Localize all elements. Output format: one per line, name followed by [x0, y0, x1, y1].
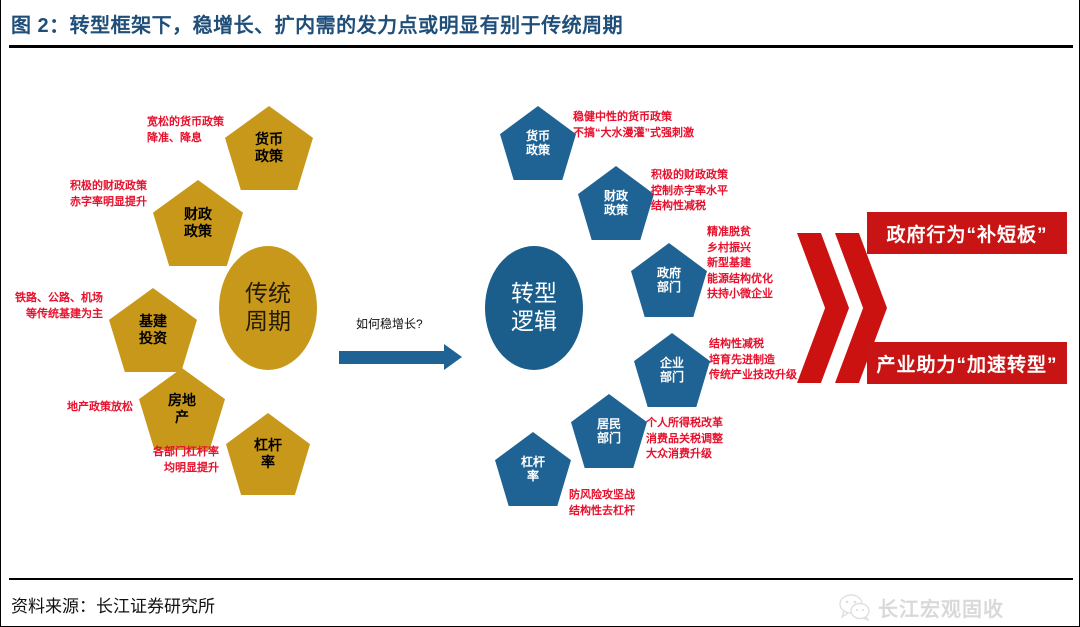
transition-arrow-shaft: [339, 351, 445, 364]
outcome-banner-industry-label: 产业助力“加速转型”: [876, 354, 1058, 376]
left-anno-realestate-line1: 地产政策放松: [67, 401, 133, 413]
right-anno-monetary-line2: 不搞“大水漫灌”式强刺激: [573, 126, 694, 139]
right-anno-lev-line1: 防风险攻坚战: [569, 489, 635, 501]
right-node-monetary-line2: 政策: [525, 143, 550, 157]
right-anno-fiscal-line1: 积极的财政政策: [651, 169, 728, 181]
right-node-resident-sector: 居民 部门: [571, 394, 647, 468]
right-anno-leverage-ratio: 防风险攻坚战 结构性去杠杆: [569, 488, 635, 519]
left-node-infra-line2: 投资: [139, 330, 167, 346]
right-node-government-sector: 政府 部门: [631, 243, 707, 317]
source-note: 资料来源：长江证券研究所: [11, 597, 215, 616]
right-node-enterprise-sector: 企业 部门: [634, 333, 710, 407]
left-anno-fiscal-policy: 积极的财政政策 赤字率明显提升: [51, 179, 147, 210]
left-node-realestate-line2: 产: [175, 409, 189, 425]
left-anno-monetary-line2: 降准、降息: [147, 131, 202, 144]
left-anno-monetary-line1: 宽松的货币政策: [147, 116, 224, 128]
right-anno-res-line2: 消费品关税调整: [646, 432, 723, 445]
watermark: 长江宏观固收: [839, 593, 1004, 622]
left-node-leverage-line1: 杠杆: [254, 437, 282, 454]
left-anno-real-estate: 地产政策放松: [43, 400, 133, 416]
right-node-government-line1: 政府: [656, 265, 681, 280]
left-hub-line2: 周期: [245, 308, 291, 334]
page-title: 图 2：转型框架下，稳增长、扩内需的发力点或明显有别于传统周期: [1, 0, 1080, 46]
left-anno-infrastructure: 铁路、公路、机场 等传统基建为主: [11, 291, 103, 322]
right-node-leverage-line1: 杠杆: [520, 454, 545, 469]
diagram-canvas: 货币 政策 宽松的货币政策 降准、降息 财政 政策 积极的财政政策 赤字率明显提…: [1, 48, 1080, 621]
page-title-text: 图 2：转型框架下，稳增长、扩内需的发力点或明显有别于传统周期: [11, 14, 624, 37]
right-anno-ent-line3: 传统产业技改升级: [709, 369, 797, 382]
right-node-enterprise-line2: 部门: [659, 370, 684, 384]
right-node-leverage-line2: 率: [526, 469, 539, 483]
left-anno-leverage-line1: 各部门杠杆率: [153, 446, 219, 458]
right-anno-fiscal-policy: 积极的财政政策 控制赤字率水平 结构性减税: [651, 168, 728, 215]
left-anno-monetary-policy: 宽松的货币政策 降准、降息: [147, 115, 224, 146]
left-node-fiscal-policy-line1: 财政: [184, 206, 212, 223]
outcome-banner-industry-support: 产业助力“加速转型”: [867, 342, 1067, 384]
outcome-banner-government-label: 政府行为“补短板”: [886, 224, 1048, 246]
left-hub-line1: 传统: [245, 280, 291, 307]
left-node-leverage-line2: 率: [261, 454, 275, 470]
left-anno-leverage-line2: 均明显提升: [164, 461, 219, 474]
left-anno-fiscal-line1: 积极的财政政策: [70, 180, 147, 192]
left-node-monetary-policy-line1: 货币: [255, 131, 283, 148]
right-anno-gov-line1: 精准脱贫: [707, 226, 751, 238]
left-anno-leverage-ratio: 各部门杠杆率 均明显提升: [127, 445, 219, 476]
right-hub-line1: 转型: [511, 280, 557, 307]
right-anno-monetary-policy: 稳健中性的货币政策 不搞“大水漫灌”式强刺激: [573, 110, 694, 141]
left-node-monetary-policy-line2: 政策: [255, 148, 283, 164]
footer-divider: [9, 578, 1073, 580]
right-node-resident-line2: 部门: [596, 431, 621, 445]
right-node-fiscal-line1: 财政: [603, 188, 628, 203]
right-anno-ent-line2: 培育先进制造: [709, 353, 775, 366]
right-anno-ent-line1: 结构性减税: [709, 338, 764, 350]
right-node-monetary-line1: 货币: [525, 128, 550, 143]
left-node-infrastructure-investment: 基建 投资: [109, 288, 197, 372]
right-node-fiscal-line2: 政策: [603, 203, 628, 217]
left-anno-infra-line1: 铁路、公路、机场: [15, 292, 103, 304]
left-node-monetary-policy: 货币 政策: [225, 106, 313, 190]
right-anno-enterprise-sector: 结构性减税 培育先进制造 传统产业技改升级: [709, 337, 797, 384]
right-anno-resident-sector: 个人所得税改革 消费品关税调整 大众消费升级: [646, 416, 723, 463]
transition-label: 如何稳增长?: [356, 317, 423, 331]
title-divider: [9, 45, 1073, 48]
right-hub-transformation-logic: 转型 逻辑: [485, 246, 583, 370]
left-anno-infra-line2: 等传统基建为主: [26, 307, 103, 320]
left-node-fiscal-policy: 财政 政策: [153, 180, 243, 266]
left-hub-traditional-cycle: 传统 周期: [219, 246, 317, 370]
right-anno-fiscal-line3: 结构性减税: [651, 200, 706, 213]
right-node-leverage-ratio: 杠杆 率: [495, 432, 571, 506]
right-anno-gov-line3: 新型基建: [707, 257, 751, 270]
watermark-text: 长江宏观固收: [878, 599, 1004, 621]
right-anno-gov-line4: 能源结构优化: [707, 272, 773, 285]
right-anno-monetary-line1: 稳健中性的货币政策: [573, 111, 672, 123]
left-node-fiscal-policy-line2: 政策: [184, 223, 212, 239]
right-hub-line2: 逻辑: [511, 308, 557, 334]
right-anno-lev-line2: 结构性去杠杆: [569, 504, 635, 517]
transition-arrow-head: [444, 344, 462, 370]
left-node-leverage-ratio: 杠杆 率: [226, 413, 310, 495]
left-node-infra-line1: 基建: [139, 313, 167, 330]
left-node-real-estate: 房地 产: [139, 368, 225, 450]
right-anno-gov-line5: 扶持小微企业: [707, 288, 773, 301]
right-node-monetary-policy: 货币 政策: [500, 106, 576, 180]
right-anno-government-sector: 精准脱贫 乡村振兴 新型基建 能源结构优化 扶持小微企业: [707, 225, 773, 303]
wechat-icon: [839, 594, 870, 621]
right-anno-res-line1: 个人所得税改革: [646, 417, 723, 429]
right-anno-gov-line2: 乡村振兴: [707, 241, 751, 254]
right-anno-res-line3: 大众消费升级: [646, 448, 712, 461]
right-anno-fiscal-line2: 控制赤字率水平: [651, 184, 728, 197]
right-node-government-line2: 部门: [656, 280, 681, 294]
left-node-realestate-line1: 房地: [168, 392, 196, 409]
right-node-enterprise-line1: 企业: [659, 355, 684, 370]
outcome-chevron-arrow-1: [797, 233, 849, 383]
left-anno-fiscal-line2: 赤字率明显提升: [70, 195, 147, 208]
right-node-resident-line1: 居民: [596, 416, 621, 431]
right-node-fiscal-policy: 财政 政策: [578, 166, 654, 240]
outcome-banner-government-behavior: 政府行为“补短板”: [867, 212, 1067, 254]
